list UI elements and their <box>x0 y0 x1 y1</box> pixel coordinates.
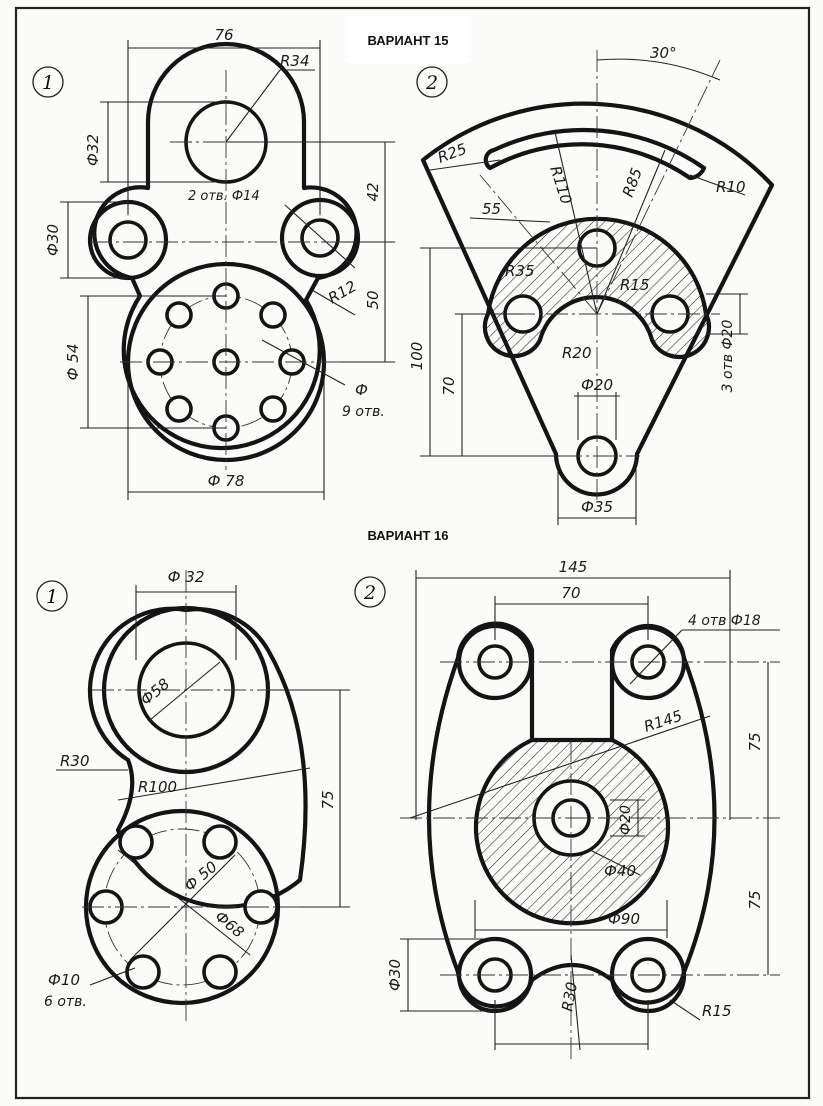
v15-dim-100: 100 <box>408 342 426 371</box>
v16-fig1: 1 Ф 32 Ф58 R30 R100 75 Ф 50 Ф68 <box>36 568 350 1025</box>
v15-fig2: 2 30° R25 R110 R85 R10 55 R35 R15 R20 <box>408 44 775 525</box>
v16-dim-d20: Ф20 <box>618 805 634 835</box>
v16-fig1-hole <box>125 954 161 990</box>
v16-dim-145: 145 <box>559 558 588 576</box>
v15-dim-r34: R34 <box>280 52 310 70</box>
v15-fig1-left-hole <box>108 220 148 260</box>
v15-dim-42: 42 <box>364 182 382 201</box>
v15-dim-r85: R85 <box>619 165 646 199</box>
v16-fig1-outline <box>87 606 308 909</box>
v15-dim-r12: R12 <box>325 277 360 307</box>
v16-dim-d68: Ф68 <box>211 907 247 941</box>
v15-dim-9holes: 9 отв. <box>342 404 385 420</box>
v16-dim-r15: R15 <box>702 1002 732 1020</box>
v15-fig1-number: 1 <box>42 72 54 94</box>
v15-fig1-hole <box>165 301 193 329</box>
v16-fig2-number-circle <box>354 576 386 608</box>
v15-dim-76: 76 <box>214 26 233 44</box>
v15-dim-r20: R20 <box>562 344 592 362</box>
v16-dim-d90: Ф90 <box>608 910 640 928</box>
v15-dim-d32: Ф32 <box>84 134 102 166</box>
v16-fig2-number: 2 <box>363 582 376 604</box>
v16-dim-d40: Ф40 <box>604 862 636 880</box>
v15-fig1-hole <box>259 301 287 329</box>
v15-fig2-number: 2 <box>425 72 438 94</box>
v16-dim-d10: Ф10 <box>48 971 80 989</box>
v16-fig1-hole <box>202 824 238 860</box>
v15-fig2-slot <box>483 127 707 181</box>
v16-dim-r30: R30 <box>60 752 90 770</box>
v15-fig2-number-circle <box>416 66 448 98</box>
v16-dim-r100: R100 <box>138 778 177 796</box>
variant15-title: ВАРИАНТ 15 <box>368 33 449 48</box>
v16-fig1-hole <box>118 824 154 860</box>
v15-dim-d35: Ф35 <box>581 498 613 516</box>
v16-dim-75: 75 <box>319 790 337 809</box>
v16-dim-d30: Ф30 <box>386 959 404 991</box>
v15-dim-55: 55 <box>482 200 501 218</box>
v15-fig2-section-outline <box>482 216 712 359</box>
v16-dim-r30: R30 <box>558 981 581 1013</box>
v15-fig2-outline <box>420 101 775 497</box>
v15-dim-r25: R25 <box>435 140 469 167</box>
v15-dim-d78: Ф 78 <box>208 472 245 490</box>
v16-dim-70: 70 <box>561 584 580 602</box>
v16-fig1-number-circle <box>36 580 68 612</box>
v16-fig1-hole <box>202 954 238 990</box>
v16-dim-4holes: 4 отв Ф18 <box>688 613 761 629</box>
v16-fig2: 2 145 70 4 отв Ф18 R145 75 <box>354 558 780 1060</box>
v15-dim-d30: Ф30 <box>44 224 62 256</box>
v15-fig1: 1 76 R <box>32 26 395 500</box>
v16-dim-75a: 75 <box>746 732 764 751</box>
page-frame <box>14 6 811 1100</box>
v15-fig1-outline <box>92 41 359 451</box>
v15-fig1-hole <box>165 395 193 423</box>
v15-dim-r110: R110 <box>546 164 575 207</box>
v15-fig1-number-circle <box>32 66 64 98</box>
v16-fig2-section-outline <box>473 737 671 926</box>
v15-dim-50: 50 <box>364 290 382 309</box>
v15-dim-r10: R10 <box>716 178 746 196</box>
v16-dim-d32: Ф 32 <box>168 568 205 586</box>
v15-dim-3holes: 3 отв Ф20 <box>720 320 736 393</box>
v16-dim-6holes: 6 отв. <box>44 994 87 1010</box>
v15-dim-70: 70 <box>440 376 458 395</box>
v15-dim-d20: Ф20 <box>581 376 613 394</box>
v15-dim-d54: Ф 54 <box>64 344 82 381</box>
v16-fig1-number: 1 <box>46 586 58 608</box>
v15-dim-30deg: 30° <box>650 44 677 62</box>
v15-dim-r15: R15 <box>620 276 650 294</box>
variant16-title: ВАРИАНТ 16 <box>368 528 449 543</box>
v15-dim-phi: Ф <box>355 381 368 399</box>
v16-dim-75b: 75 <box>746 890 764 909</box>
v15-dim-r35: R35 <box>505 262 535 280</box>
v15-dim-2holes: 2 отв. Ф14 <box>188 189 260 204</box>
variant15-title-box <box>345 16 471 62</box>
v15-fig1-hole <box>259 395 287 423</box>
